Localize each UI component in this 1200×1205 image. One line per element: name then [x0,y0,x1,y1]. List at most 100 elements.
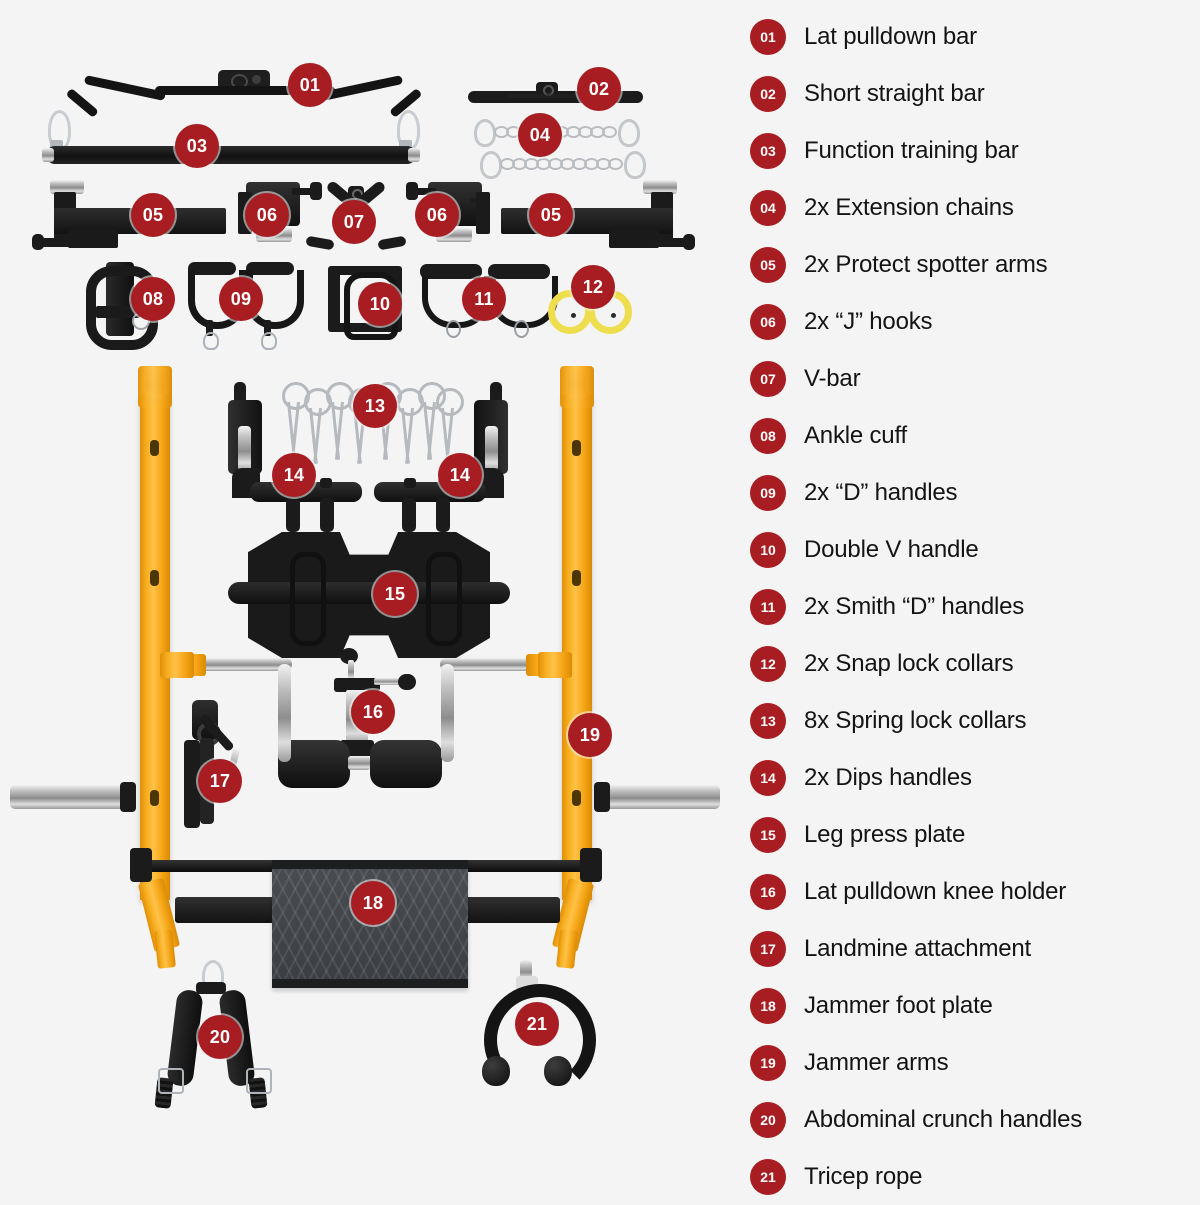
legend-item-badge: 12 [750,645,786,682]
legend-item-label: V-bar [804,364,861,392]
legend-item-badge: 17 [750,930,786,967]
legend-item-label: Double V handle [804,535,979,563]
callout-badge-function-training-bar[interactable]: 03 [175,124,219,168]
legend-item-label: Landmine attachment [804,934,1032,962]
callout-badge-leg-press-plate[interactable]: 15 [373,572,417,616]
legend-item[interactable]: 09 2x “D” handles [730,464,1200,521]
callout-badge-jammer-foot-plate[interactable]: 18 [351,881,395,925]
legend-item-label: Lat pulldown bar [804,22,977,50]
legend-item-label: 2x Protect spotter arms [804,250,1048,278]
legend-item-label: Leg press plate [804,820,966,848]
legend-item-badge: 20 [750,1101,786,1138]
callout-badge-protect-spotter-arm-left[interactable]: 05 [131,193,175,237]
callout-badge-v-bar[interactable]: 07 [332,200,376,244]
callout-badge-jammer-arms[interactable]: 19 [568,713,612,757]
callout-badge-ankle-cuff[interactable]: 08 [131,277,175,321]
legend-item-badge: 15 [750,816,786,853]
legend-item-badge: 16 [750,873,786,910]
rack-upright-left-hole-1 [150,440,159,456]
legend-item[interactable]: 15 Leg press plate [730,806,1200,863]
rack-upright-left-hole-2 [150,570,159,586]
callout-badge-d-handles[interactable]: 09 [219,277,263,321]
callout-badge-short-straight-bar[interactable]: 02 [577,67,621,111]
rack-upright-left-collar [138,366,172,408]
callout-badge-tricep-rope[interactable]: 21 [515,1002,559,1046]
legend-item-label: 8x Spring lock collars [804,706,1027,734]
protect-spotter-arm-left-graphic [32,180,227,258]
jammer-foot-plate-edge-top [272,860,468,869]
callout-badge-lat-pulldown-bar[interactable]: 01 [288,63,332,107]
barbell-sleeve-right [600,785,720,809]
tricep-rope-graphic [478,960,596,1096]
rack-upright-right-hole-3 [572,790,581,806]
callout-badge-spring-lock-collars[interactable]: 13 [353,384,397,428]
legend-item-badge: 21 [750,1158,786,1195]
legend-item-badge: 19 [750,1044,786,1081]
barbell-shaft-stop-right [580,848,602,882]
legend-item-badge: 02 [750,75,786,112]
legend-item-badge: 05 [750,246,786,283]
jammer-foot-plate-edge-bottom [272,979,468,988]
callout-badge-extension-chains[interactable]: 04 [518,113,562,157]
barbell-collar-right [594,782,610,812]
legend-item[interactable]: 20 Abdominal crunch handles [730,1091,1200,1148]
barbell-sleeve-left [10,785,130,809]
legend-item[interactable]: 05 2x Protect spotter arms [730,236,1200,293]
rack-upright-left-hole-3 [150,790,159,806]
rack-upright-right-graphic [562,395,592,900]
callout-badge-dips-handle-right[interactable]: 14 [438,453,482,497]
legend-item[interactable]: 10 Double V handle [730,521,1200,578]
legend-item-badge: 03 [750,132,786,169]
legend-item-label: Abdominal crunch handles [804,1105,1083,1133]
legend-item-badge: 18 [750,987,786,1024]
callout-badge-double-v-handle[interactable]: 10 [358,282,402,326]
leg-press-plate-graphic [228,532,510,658]
legend-item-label: Jammer foot plate [804,991,993,1019]
legend-item-badge: 01 [750,18,786,55]
legend-item[interactable]: 11 2x Smith “D” handles [730,578,1200,635]
legend-item[interactable]: 16 Lat pulldown knee holder [730,863,1200,920]
legend-item-label: Tricep rope [804,1162,923,1190]
callout-badge-landmine-attachment[interactable]: 17 [198,759,242,803]
callout-badge-abdominal-crunch-handles[interactable]: 20 [198,1015,242,1059]
rack-upright-right-hole-2 [572,570,581,586]
legend-item[interactable]: 13 8x Spring lock collars [730,692,1200,749]
legend-item-label: 2x Dips handles [804,763,972,791]
callout-badge-snap-lock-collars[interactable]: 12 [571,265,615,309]
legend-item-label: 2x “D” handles [804,478,958,506]
legend-item-badge: 10 [750,531,786,568]
callout-badge-lat-pulldown-knee-holder[interactable]: 16 [351,690,395,734]
legend-item-badge: 11 [750,588,786,625]
legend-item-badge: 09 [750,474,786,511]
legend-item[interactable]: 01 Lat pulldown bar [730,8,1200,65]
legend-item-label: 2x Smith “D” handles [804,592,1025,620]
callout-badge-protect-spotter-arm-right[interactable]: 05 [529,193,573,237]
extension-chains-graphic [472,118,667,180]
callout-badge-j-hook-left[interactable]: 06 [245,193,289,237]
callout-badge-j-hook-right[interactable]: 06 [415,193,459,237]
lat-pulldown-bar-graphic [50,70,423,130]
callout-badge-smith-d-handles[interactable]: 11 [462,277,506,321]
legend-item[interactable]: 07 V-bar [730,350,1200,407]
barbell-shaft-stop-left [130,848,152,882]
legend-item-badge: 06 [750,303,786,340]
legend-item[interactable]: 18 Jammer foot plate [730,977,1200,1034]
legend-item-label: Ankle cuff [804,421,907,449]
legend-item-label: Lat pulldown knee holder [804,877,1067,905]
legend-item-label: Jammer arms [804,1048,949,1076]
legend-item[interactable]: 17 Landmine attachment [730,920,1200,977]
jammer-arm-bracket-left [160,652,194,678]
callout-badge-dips-handle-left[interactable]: 14 [272,453,316,497]
legend-item[interactable]: 19 Jammer arms [730,1034,1200,1091]
legend-item[interactable]: 21 Tricep rope [730,1148,1200,1205]
legend-item-badge: 07 [750,360,786,397]
legend-item-badge: 13 [750,702,786,739]
